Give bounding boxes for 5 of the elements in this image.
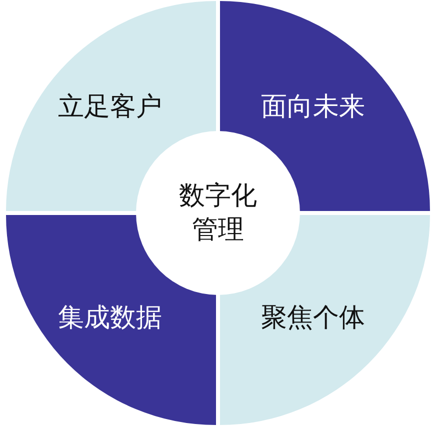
label-text: 数字化管理 [178, 180, 258, 246]
label-text: 面向未来 [261, 91, 365, 124]
label-text: 集成数据 [58, 302, 162, 334]
label-text: 立足客户 [58, 91, 162, 124]
label-text: 聚焦个体 [261, 302, 365, 334]
